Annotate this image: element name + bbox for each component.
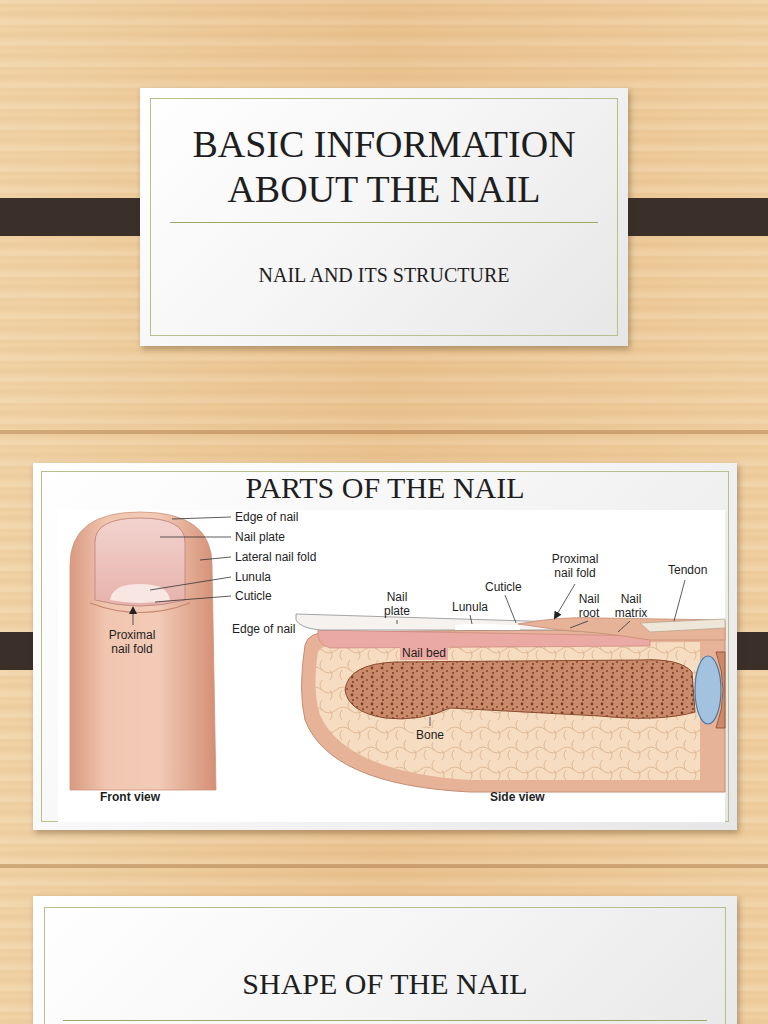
slide-panel: SHAPE OF THE NAIL: [33, 896, 737, 1024]
dark-bar: [0, 198, 160, 236]
slide-panel: BASIC INFORMATION ABOUT THE NAIL NAIL AND…: [140, 88, 628, 346]
slide-title: BASIC INFORMATION ABOUT THE NAIL: [164, 122, 604, 212]
slide-subtitle: NAIL AND ITS STRUCTURE: [164, 263, 604, 287]
wood-seam: [0, 864, 768, 868]
title-rule: [170, 222, 598, 223]
nail-anatomy-illustration: [0, 508, 768, 824]
title-rule: [63, 1020, 707, 1021]
slide-title: PARTS OF THE NAIL: [53, 470, 717, 506]
inner-border: [44, 907, 726, 1024]
slide-title: SHAPE OF THE NAIL: [53, 966, 717, 1002]
dark-bar: [608, 198, 768, 236]
wood-seam: [0, 430, 768, 434]
